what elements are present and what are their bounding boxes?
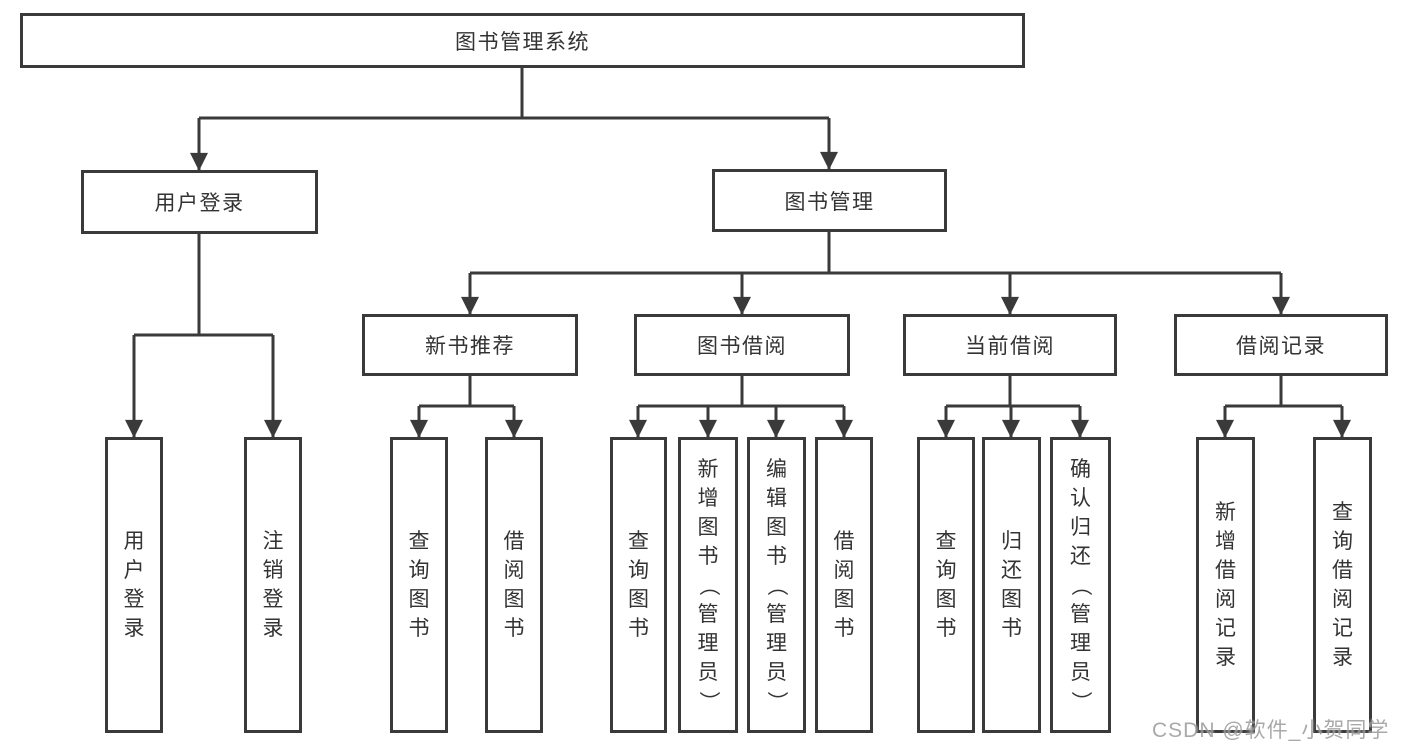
leaf-rec-borrow-books-label: 借阅图书	[503, 530, 525, 640]
node-user-login: 用户登录	[81, 170, 318, 234]
leaf-bb-add-books-admin: 新增图书（管理员）	[678, 437, 738, 733]
leaf-user-login-label: 用户登录	[123, 530, 145, 640]
node-library-system-label: 图书管理系统	[455, 30, 590, 54]
leaf-bb-add-books-admin-label: 新增图书（管理员）	[696, 457, 720, 712]
node-new-book-recommend: 新书推荐	[362, 314, 578, 376]
leaf-br-query-record: 查询借阅记录	[1313, 437, 1372, 733]
node-current-borrow: 当前借阅	[903, 314, 1117, 376]
node-book-management: 图书管理	[712, 169, 947, 232]
leaf-rec-query-books-label: 查询图书	[408, 530, 430, 640]
leaf-logout-label: 注销登录	[262, 530, 284, 640]
leaf-bb-query-books-label: 查询图书	[628, 530, 649, 640]
leaf-bb-edit-books-admin-label: 编辑图书（管理员）	[765, 457, 788, 712]
leaf-br-add-record-label: 新增借阅记录	[1215, 501, 1236, 669]
leaf-cb-return-books: 归还图书	[982, 437, 1041, 733]
leaf-br-query-record-label: 查询借阅记录	[1332, 501, 1353, 669]
node-book-borrow-label: 图书借阅	[697, 335, 787, 358]
leaf-bb-query-books: 查询图书	[610, 437, 667, 733]
node-user-login-label: 用户登录	[154, 192, 245, 215]
node-book-borrow: 图书借阅	[634, 314, 850, 376]
leaf-cb-confirm-return-admin-label: 确认归还（管理员）	[1069, 457, 1092, 712]
leaf-br-add-record: 新增借阅记录	[1196, 437, 1255, 733]
leaf-user-login: 用户登录	[105, 437, 163, 733]
node-book-management-label: 图书管理	[784, 190, 875, 214]
csdn-watermark: CSDN @软件_小贺同学	[1152, 719, 1390, 742]
node-borrow-records-label: 借阅记录	[1236, 335, 1326, 358]
leaf-cb-query-books: 查询图书	[917, 437, 975, 733]
leaf-cb-query-books-label: 查询图书	[935, 530, 957, 640]
connector-arrow-segments	[125, 118, 1351, 438]
leaf-logout: 注销登录	[244, 437, 302, 733]
leaf-rec-borrow-books: 借阅图书	[485, 437, 543, 733]
leaf-cb-confirm-return-admin: 确认归还（管理员）	[1050, 437, 1111, 733]
leaf-bb-edit-books-admin: 编辑图书（管理员）	[747, 437, 806, 733]
node-current-borrow-label: 当前借阅	[965, 335, 1055, 358]
node-borrow-records: 借阅记录	[1174, 314, 1388, 376]
node-new-book-recommend-label: 新书推荐	[425, 335, 515, 358]
leaf-rec-query-books: 查询图书	[390, 437, 448, 733]
leaf-bb-borrow-books-label: 借阅图书	[833, 530, 855, 640]
connector-bus-segments	[134, 68, 1342, 408]
leaf-bb-borrow-books: 借阅图书	[815, 437, 873, 733]
leaf-cb-return-books-label: 归还图书	[1001, 530, 1022, 640]
node-library-system: 图书管理系统	[20, 13, 1025, 68]
